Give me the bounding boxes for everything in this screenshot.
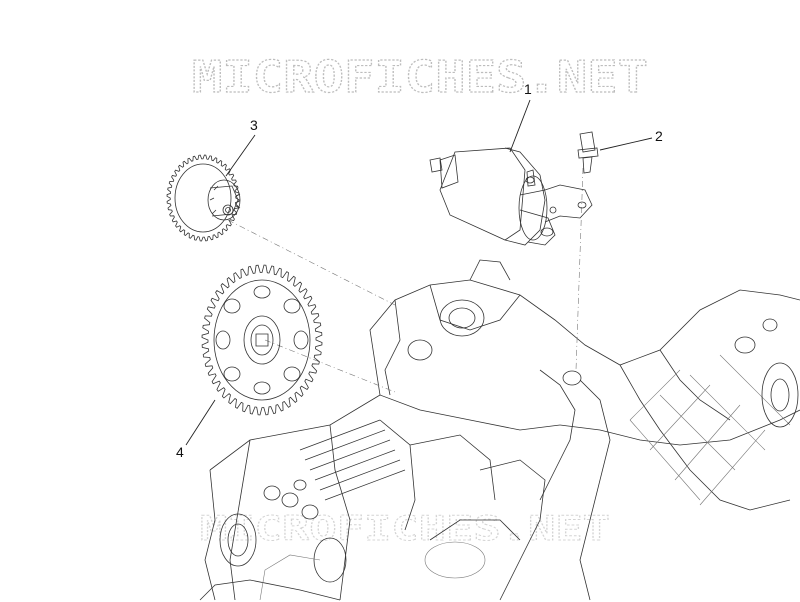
callout-number: 1 [524,81,532,97]
engine-crankcase [199,259,800,601]
callout-2: 2 [599,128,663,151]
callout-number: 4 [176,444,184,460]
callout-3: 3 [225,117,258,177]
callout-number: 2 [655,128,663,144]
callout-4: 4 [176,399,216,460]
watermark-top: MICROFICHES.NET [192,52,648,103]
starter-gear [201,264,323,416]
callout-number: 3 [250,117,258,133]
callout-1: 1 [509,81,532,153]
double-gear [166,154,241,242]
assembly-lines [227,167,584,393]
bolt [577,131,599,174]
starter-motor [429,147,593,246]
